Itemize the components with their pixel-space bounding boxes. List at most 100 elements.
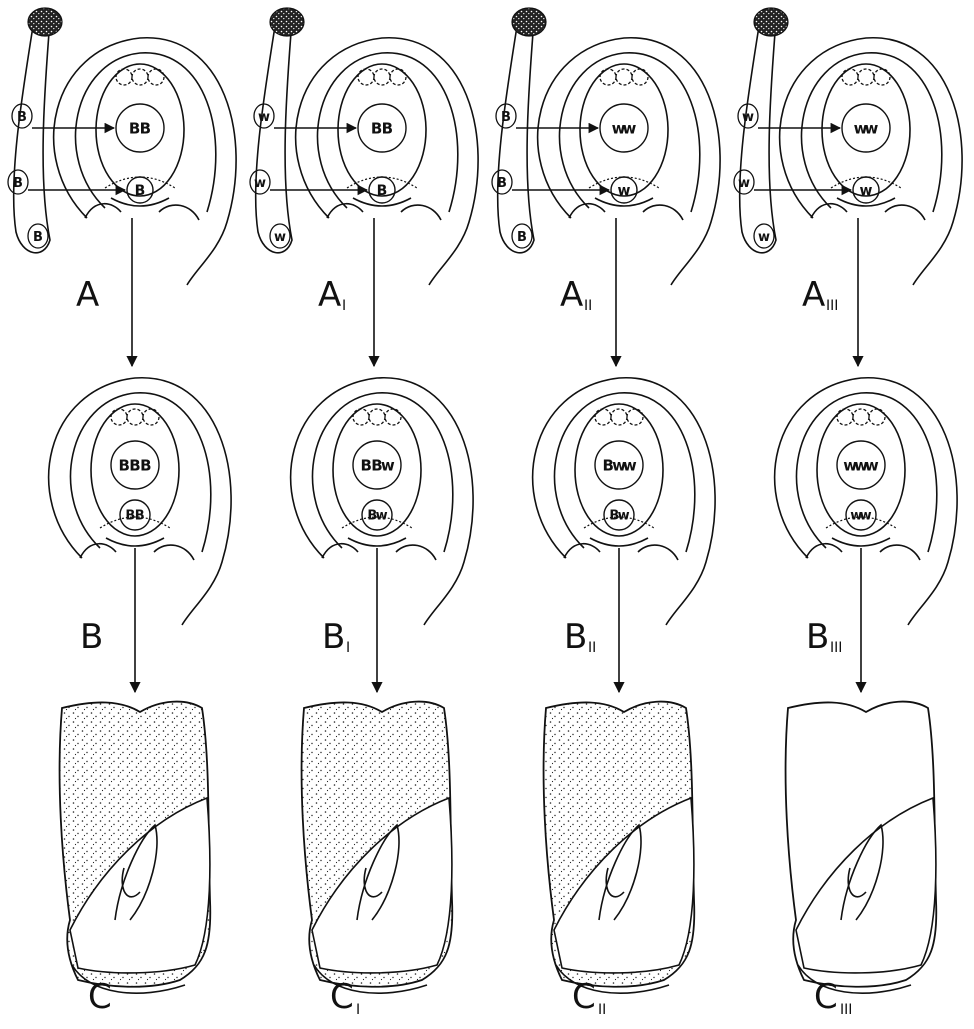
antipodal-cell: [595, 409, 611, 425]
stage-label-b-subscript: III: [830, 640, 842, 656]
antipodal-cell: [353, 409, 369, 425]
endosperm-nucleus-letter: B: [360, 456, 371, 474]
antipodal-cell: [369, 409, 385, 425]
stage-label-b: B: [564, 617, 587, 657]
pollen-grain-label: B: [17, 110, 27, 125]
endosperm-nucleus-letter: B: [129, 456, 140, 474]
polar-nucleus-letter: B: [382, 119, 393, 137]
stage-label-a-subscript: II: [584, 298, 592, 314]
micropyle-lip-right: [638, 545, 678, 560]
micropyle: [590, 538, 648, 546]
endosperm-nucleus-letter: w: [865, 456, 879, 474]
pollen-grain-label: w: [758, 230, 770, 245]
polar-nucleus-letter: w: [622, 119, 636, 137]
stage-a: wwwwwwAIII: [734, 8, 962, 366]
endosperm-nucleus-letter: w: [623, 456, 637, 474]
stage-label-b-subscript: II: [588, 640, 596, 656]
pollen-grain-label: w: [254, 176, 266, 191]
micropyle-lip-right: [154, 545, 194, 560]
stigma: [28, 8, 62, 36]
stage-label-a-subscript: I: [342, 298, 346, 314]
pollen-grain-label: w: [742, 110, 754, 125]
antipodal-cell: [837, 409, 853, 425]
antipodal-cell: [842, 69, 858, 85]
pollen-grain-label: w: [738, 176, 750, 191]
micropyle-lip-right: [159, 205, 199, 220]
zygote-nucleus-letter: w: [860, 509, 872, 524]
zygote-nucleus-letter: w: [376, 509, 388, 524]
antipodal-cell: [374, 69, 390, 85]
micropyle-lip-right: [401, 205, 441, 220]
pollen-grain-label: B: [13, 176, 23, 191]
stigma: [512, 8, 546, 36]
pollen-grain-label: w: [274, 230, 286, 245]
antipodal-cell: [358, 69, 374, 85]
pollen-grain-label: w: [258, 110, 270, 125]
zygote-nucleus-letter: w: [618, 509, 630, 524]
micropyle: [832, 538, 890, 546]
antipodal-cell: [600, 69, 616, 85]
micropyle-lip-right: [643, 205, 683, 220]
antipodal-cell: [127, 409, 143, 425]
micropyle: [111, 198, 169, 206]
antipodal-cell: [858, 69, 874, 85]
stage-label-c-subscript: III: [840, 1002, 852, 1018]
endosperm-nucleus-letter: w: [381, 456, 395, 474]
pollen-tube: [498, 20, 534, 253]
pollen-grain-label: B: [33, 230, 43, 245]
polar-nucleus-letter: B: [140, 119, 151, 137]
outer-integument: [780, 38, 962, 285]
stage-label-b-subscript: I: [346, 640, 350, 656]
column: BBBwwwAIIBwwBwBIICII: [492, 8, 720, 1018]
stage-label-c: C: [814, 977, 838, 1017]
outer-integument: [296, 38, 478, 285]
micropyle-lip-right: [885, 205, 925, 220]
endosperm-nucleus-letter: B: [140, 456, 151, 474]
stage-c: C: [60, 702, 211, 1017]
stage-label-a: A: [802, 275, 825, 315]
stage-label-c-subscript: II: [598, 1002, 606, 1018]
pollen-grain-label: B: [517, 230, 527, 245]
stage-label-a-subscript: III: [826, 298, 838, 314]
stage-label-c: C: [572, 977, 596, 1017]
pollen-tube: [14, 20, 50, 253]
egg-nucleus-letter: w: [860, 183, 873, 199]
micropyle: [348, 538, 406, 546]
polar-nucleus-letter: B: [129, 119, 140, 137]
egg-nucleus-letter: B: [135, 183, 146, 199]
outer-integument: [54, 38, 236, 285]
polar-nucleus-letter: w: [864, 119, 878, 137]
stage-c: CII: [544, 702, 695, 1018]
micropyle: [106, 538, 164, 546]
antipodal-cell: [853, 409, 869, 425]
micropyle: [837, 198, 895, 206]
pollen-tube: [740, 20, 776, 253]
stage-label-b: B: [80, 617, 103, 657]
stigma: [754, 8, 788, 36]
stage-label-a: A: [76, 275, 99, 315]
stage-label-b: B: [322, 617, 345, 657]
stage-label-c-subscript: I: [356, 1002, 360, 1018]
stage-label-a: A: [560, 275, 583, 315]
antipodal-cell: [611, 409, 627, 425]
pollen-tube: [256, 20, 292, 253]
stage-a: wwwBBBAI: [250, 8, 478, 366]
stage-label-c: C: [330, 977, 354, 1017]
endosperm-nucleus-letter: B: [118, 456, 129, 474]
micropyle-lip-right: [396, 545, 436, 560]
stage-b: BBwBwBI: [291, 378, 473, 692]
pollen-grain-label: B: [501, 110, 511, 125]
egg-nucleus-letter: w: [618, 183, 631, 199]
pollen-grain-label: B: [497, 176, 507, 191]
micropyle: [353, 198, 411, 206]
zygote-nucleus-letter: B: [135, 509, 145, 524]
antipodal-cell: [132, 69, 148, 85]
